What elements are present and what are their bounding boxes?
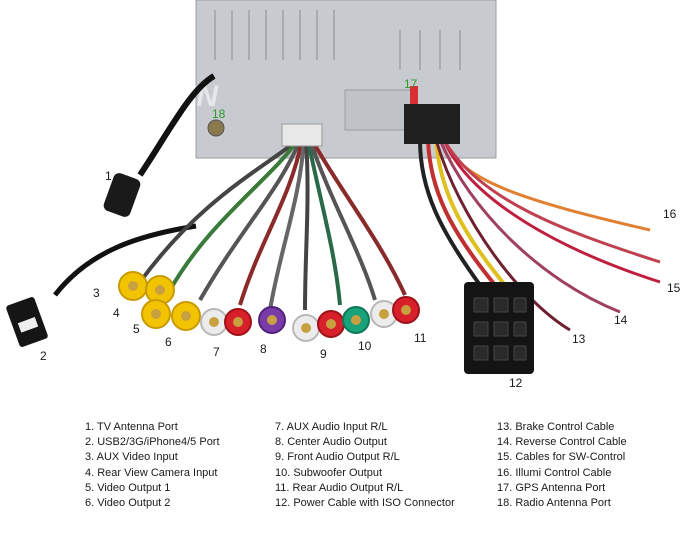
- legend-item: 12. Power Cable with ISO Connector: [275, 497, 455, 510]
- callout-12: 12: [509, 376, 523, 390]
- callout-7: 7: [213, 345, 220, 359]
- iso-wire-bundle: [418, 139, 661, 332]
- legend-item: 17. GPS Antenna Port: [497, 481, 606, 494]
- legend-item: 5. Video Output 1: [85, 481, 171, 494]
- callout-9: 9: [320, 347, 327, 361]
- callout-16: 16: [663, 207, 677, 221]
- legend-item: 11. Rear Audio Output R/L: [275, 481, 404, 494]
- legend-item: 9. Front Audio Output R/L: [275, 451, 400, 464]
- rca-plug: [200, 308, 228, 336]
- legend-column-1: 1. TV Antenna Port 2. USB2/3G/iPhone4/5 …: [85, 420, 220, 511]
- rca-wire-bundle: [138, 138, 407, 311]
- rca-plug: [392, 296, 420, 324]
- rca-plug: [317, 310, 345, 338]
- legend-column-3: 13. Brake Control Cable 14. Reverse Cont…: [497, 420, 627, 511]
- callout-1: 1: [105, 169, 112, 183]
- top-connectors: [281, 86, 460, 147]
- callout-13: 13: [572, 332, 586, 346]
- rca-plug: [342, 306, 370, 334]
- callout-5: 5: [133, 322, 140, 336]
- callout-6: 6: [165, 335, 172, 349]
- callout-4: 4: [113, 306, 120, 320]
- callout-15: 15: [667, 281, 681, 295]
- callout-11: 11: [414, 331, 427, 345]
- callout-17: 17: [404, 77, 418, 91]
- legend-item: 8. Center Audio Output: [275, 436, 387, 449]
- legend-item: 18. Radio Antenna Port: [497, 497, 611, 510]
- legend-item: 4. Rear View Camera Input: [85, 466, 218, 479]
- legend-item: 6. Video Output 2: [85, 497, 171, 510]
- rca-plug: [292, 314, 320, 342]
- rca-plug: [258, 306, 286, 334]
- tv-antenna-cable: [103, 73, 216, 217]
- legend-item: 13. Brake Control Cable: [497, 421, 615, 433]
- legend-item: 14. Reverse Control Cable: [497, 436, 627, 449]
- rca-connectors: [118, 271, 420, 342]
- rca-plug: [118, 271, 148, 301]
- wiring-harness-photo: ERISIN: [6, 0, 661, 374]
- legend-item: 7. AUX Audio Input R/L: [275, 421, 388, 433]
- callout-14: 14: [614, 313, 628, 327]
- legend-item: 10. Subwoofer Output: [275, 466, 383, 479]
- callout-10: 10: [358, 339, 372, 353]
- callout-18: 18: [212, 107, 226, 121]
- rca-plug: [141, 299, 171, 329]
- legend-item: 1. TV Antenna Port: [85, 421, 178, 433]
- callout-8: 8: [260, 342, 267, 356]
- rca-plug: [224, 308, 252, 336]
- legend-item: 3. AUX Video Input: [85, 451, 178, 464]
- legend-item: 15. Cables for SW-Control: [497, 451, 626, 464]
- callout-3: 3: [93, 286, 100, 300]
- callout-2: 2: [40, 349, 47, 363]
- legend-item: 2. USB2/3G/iPhone4/5 Port: [85, 436, 220, 449]
- legend-column-2: 7. AUX Audio Input R/L 8. Center Audio O…: [275, 420, 455, 511]
- rca-plug: [171, 301, 201, 331]
- head-unit-chassis: [195, 0, 497, 159]
- usb-cable: [6, 223, 197, 347]
- legend-item: 16. Illumi Control Cable: [497, 466, 612, 479]
- iso-connector: [464, 282, 534, 374]
